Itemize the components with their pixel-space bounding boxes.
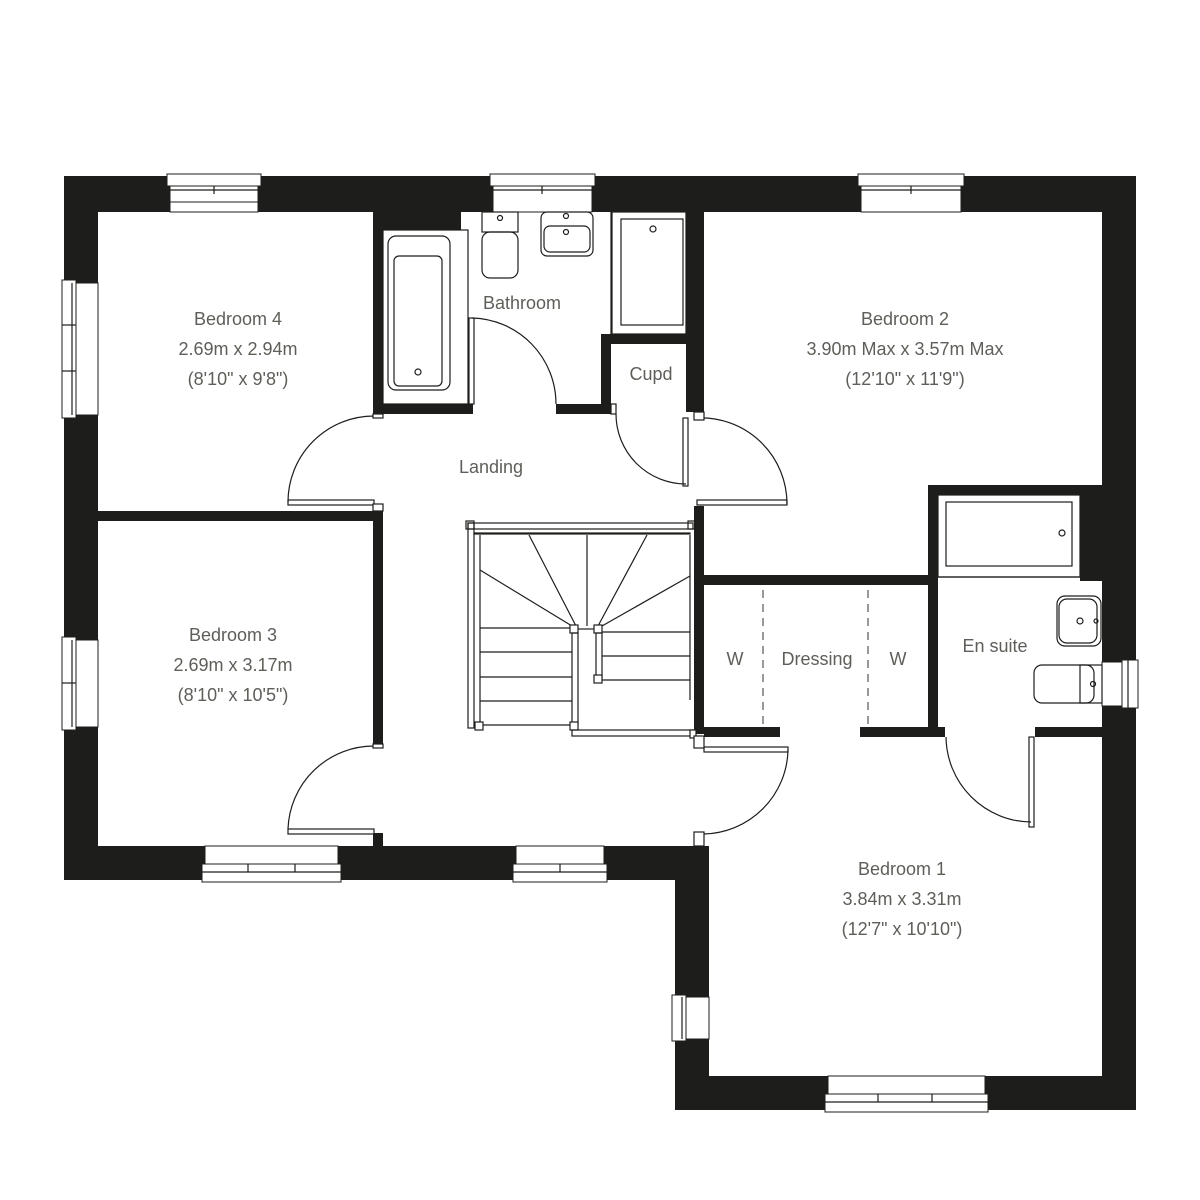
- internal-walls: [98, 212, 1102, 846]
- room-name: Bedroom 3: [188, 625, 278, 645]
- window-bedroom1-bottom: [824, 1075, 989, 1113]
- room-size-metric: 3.90m Max x 3.57m Max: [806, 339, 1004, 359]
- room-label-ensuite: En suite: [962, 631, 1027, 661]
- staircase: [465, 520, 697, 739]
- wardrobe-dividers: [762, 590, 869, 727]
- room-size-metric: 2.69m x 3.17m: [173, 655, 293, 675]
- room-label-bathroom: Bathroom: [483, 288, 561, 318]
- room-name: Landing: [458, 457, 524, 477]
- doors: [287, 317, 1035, 847]
- room-label-cupd: Cupd: [629, 359, 672, 389]
- window-bedroom3-bottom: [201, 845, 342, 883]
- window-bedroom4-left: [61, 279, 99, 419]
- room-label-wardrobe-left: W: [727, 644, 744, 674]
- room-size-metric: 2.69m x 2.94m: [178, 339, 298, 359]
- room-name: Bathroom: [482, 293, 562, 313]
- room-name: Bedroom 1: [857, 859, 947, 879]
- window-bedroom3-left: [61, 636, 99, 731]
- door-ensuite: [945, 736, 1035, 828]
- door-cupd: [610, 403, 689, 487]
- room-name: Bedroom 4: [193, 309, 283, 329]
- window-bathroom-top: [489, 173, 596, 213]
- room-name: Bedroom 2: [860, 309, 950, 329]
- door-bedroom2: [693, 411, 788, 506]
- room-label-bedroom1: Bedroom 1 3.84m x 3.31m (12'7" x 10'10"): [842, 854, 963, 944]
- door-bedroom1: [693, 735, 789, 847]
- room-size-imperial: (12'10" x 11'9"): [845, 369, 965, 389]
- room-label-wardrobe-right: W: [890, 644, 907, 674]
- room-size-imperial: (8'10" x 9'8"): [187, 369, 289, 389]
- ensuite-fixtures: [937, 494, 1103, 704]
- door-bedroom3: [287, 743, 384, 835]
- room-label-landing: Landing: [459, 452, 523, 482]
- window-bedroom2-top: [857, 173, 965, 213]
- room-name: Cupd: [629, 364, 673, 384]
- door-bathroom: [468, 317, 557, 405]
- room-size-metric: 3.84m x 3.31m: [842, 889, 962, 909]
- room-label-bedroom2: Bedroom 2 3.90m Max x 3.57m Max (12'10" …: [806, 304, 1003, 394]
- room-size-imperial: (12'7" x 10'10"): [841, 919, 963, 939]
- room-label-dressing: Dressing: [781, 644, 852, 674]
- room-label-bedroom3: Bedroom 3 2.69m x 3.17m (8'10" x 10'5"): [173, 620, 292, 710]
- room-name: Dressing: [781, 649, 853, 669]
- room-name: En suite: [962, 636, 1028, 656]
- room-name: W: [889, 649, 907, 669]
- bathroom-fixtures: [382, 211, 687, 405]
- room-size-imperial: (8'10" x 10'5"): [177, 685, 289, 705]
- window-landing-bottom: [512, 845, 608, 883]
- window-bedroom1-left: [671, 994, 710, 1042]
- room-label-bedroom4: Bedroom 4 2.69m x 2.94m (8'10" x 9'8"): [178, 304, 297, 394]
- window-ensuite-right: [1101, 659, 1139, 709]
- window-bedroom4-top: [166, 173, 262, 213]
- room-name: W: [726, 649, 744, 669]
- windows: [61, 173, 1139, 1113]
- door-bedroom4: [287, 413, 384, 512]
